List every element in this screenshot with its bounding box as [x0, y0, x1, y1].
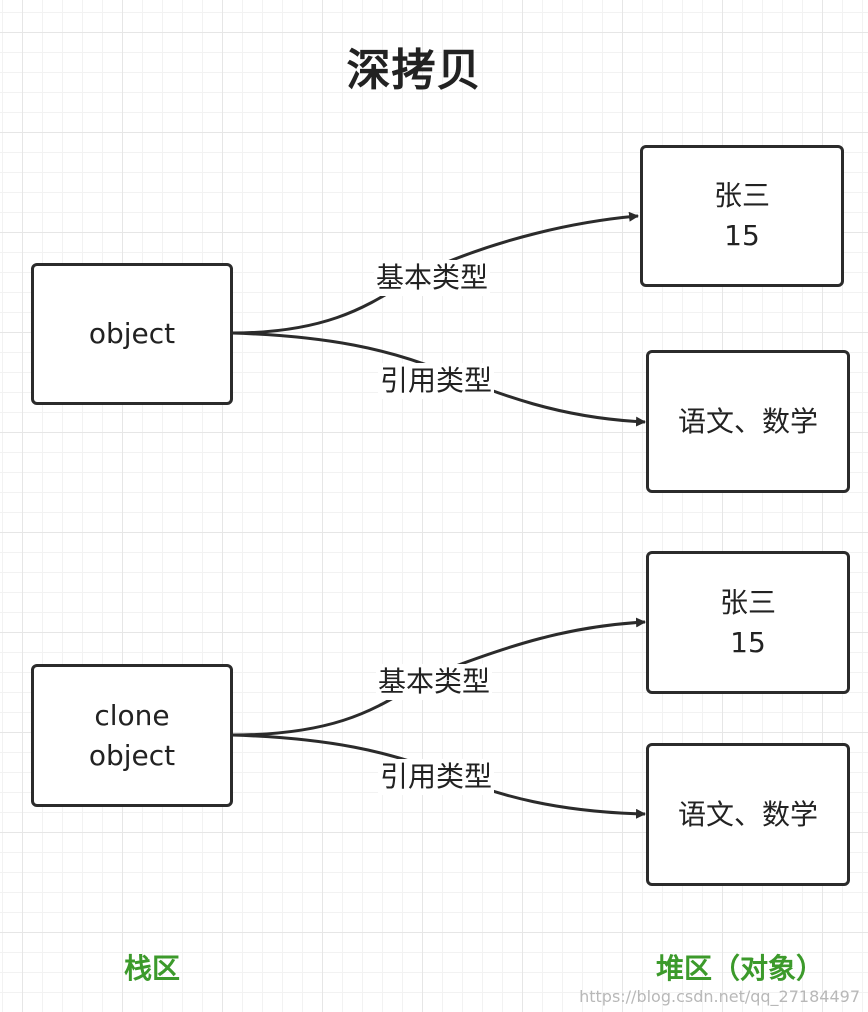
edge-label-ref-2: 引用类型	[378, 759, 495, 795]
edge-label-ref-1: 引用类型	[378, 363, 495, 399]
edge-label-basic-1: 基本类型	[374, 260, 491, 296]
target-node-basic-1: 张三 15	[640, 145, 844, 287]
edge-label-basic-2: 基本类型	[376, 664, 493, 700]
target-node-basic-2: 张三 15	[646, 551, 850, 694]
target-node-ref-1: 语文、数学	[646, 350, 850, 493]
watermark-text: https://blog.csdn.net/qq_27184497	[579, 987, 860, 1006]
target-node-ref-2: 语文、数学	[646, 743, 850, 886]
heap-region-label: 堆区（对象）	[656, 952, 825, 985]
source-node-object: object	[31, 263, 233, 405]
diagram-title: 深拷贝	[346, 45, 482, 96]
source-node-clone-object: clone object	[31, 664, 233, 807]
stack-region-label: 栈区	[124, 952, 181, 985]
